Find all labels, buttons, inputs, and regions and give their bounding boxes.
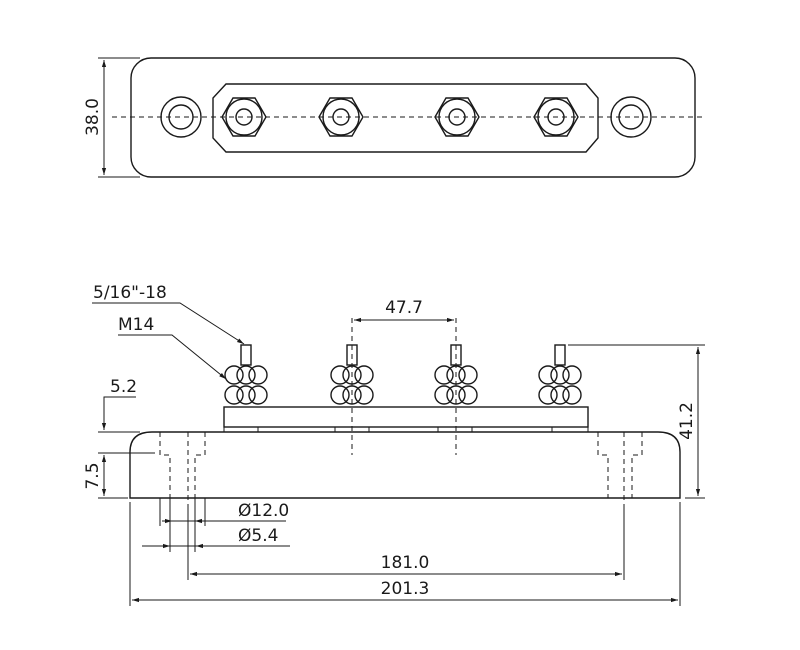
dim-counterbore: Ø12.0	[238, 501, 289, 521]
stud-nut-stack	[538, 344, 582, 405]
dim-hole: Ø5.4	[238, 526, 278, 546]
dim-total-height: 41.2	[677, 402, 697, 440]
top-view: 38.0	[83, 57, 702, 178]
dim-overall-length: 201.3	[381, 579, 430, 599]
label-stud-thread: 5/16"-18	[93, 283, 167, 303]
dim-width: 38.0	[83, 98, 103, 136]
busbar-plate	[212, 83, 599, 153]
dim-mount-spacing: 181.0	[381, 553, 430, 573]
dim-stud-pitch: 47.7	[385, 298, 423, 318]
base-body	[129, 431, 681, 499]
side-view: 47.7 41.2 5.2 7.5 Ø12.0 Ø5.4 181.0 201.3…	[83, 283, 705, 606]
dim-plate-thickness: 5.2	[110, 377, 137, 397]
stud-nut-stack	[224, 344, 268, 405]
dim-base-step: 7.5	[83, 462, 103, 489]
busbar-bar	[223, 406, 589, 428]
label-nut-size: M14	[118, 315, 154, 335]
